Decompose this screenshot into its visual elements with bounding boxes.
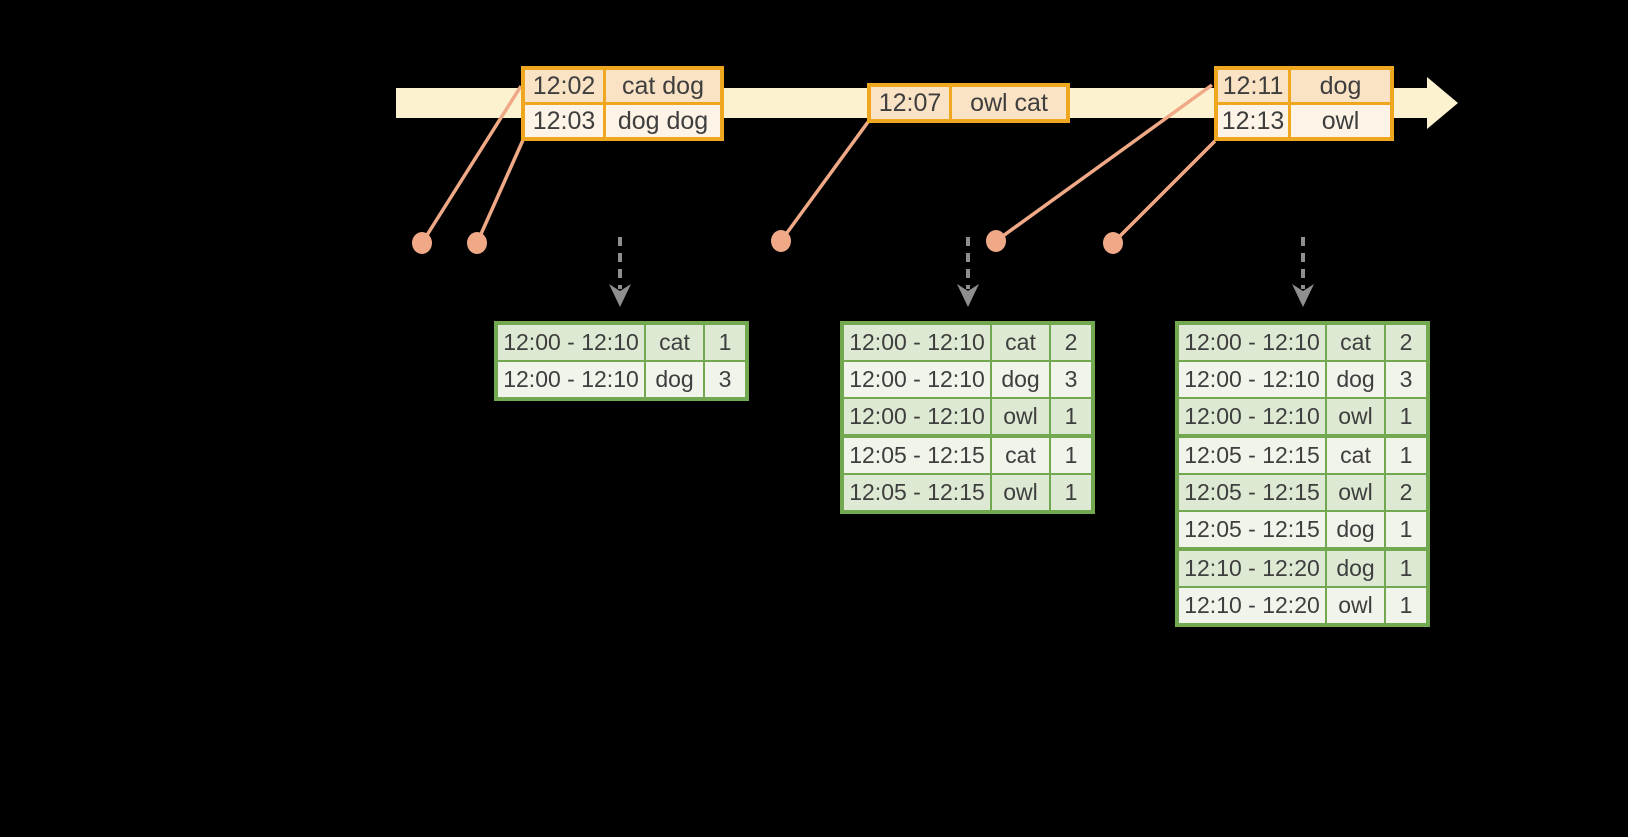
event-dot-icon — [412, 232, 432, 254]
table-row: 12:00 - 12:10 dog 3 — [498, 360, 745, 397]
count-cell: 3 — [703, 362, 745, 397]
table-row: 12:02 cat dog — [525, 70, 720, 102]
word-cell: owl — [1325, 475, 1384, 510]
word-cell: dog — [990, 362, 1049, 397]
window-cell: 12:00 - 12:10 — [849, 366, 985, 392]
event-dot-icon — [467, 232, 487, 254]
count-cell: 1 — [1049, 438, 1091, 473]
window-cell: 12:05 - 12:15 — [1184, 442, 1320, 468]
word-cell: cat — [990, 325, 1049, 360]
event-dot-icon — [771, 230, 791, 252]
word-cell: cat — [644, 325, 703, 360]
event-words-cell: dog — [1288, 70, 1390, 102]
event-time-cell: 12:03 — [532, 107, 596, 135]
window-cell: 12:10 - 12:20 — [1184, 555, 1320, 581]
count-cell: 1 — [1049, 399, 1091, 434]
trigger-arrow-shafts — [618, 237, 1305, 289]
table-row: 12:05 - 12:15 dog 1 — [1179, 510, 1426, 547]
word-cell: dog — [644, 362, 703, 397]
table-row: 12:10 - 12:20 owl 1 — [1179, 586, 1426, 623]
count-cell: 2 — [1384, 475, 1426, 510]
table-row: 12:13 owl — [1218, 102, 1390, 137]
event-time-cell: 12:07 — [878, 89, 942, 117]
count-cell: 1 — [1049, 475, 1091, 510]
event-words-cell: cat dog — [603, 70, 720, 102]
event-words-cell: owl cat — [949, 87, 1066, 119]
count-cell: 1 — [1384, 438, 1426, 473]
count-cell: 1 — [1384, 588, 1426, 623]
window-cell: 12:00 - 12:10 — [849, 403, 985, 429]
table-row: 12:05 - 12:15 cat 1 — [844, 434, 1091, 473]
window-cell: 12:00 - 12:10 — [503, 366, 639, 392]
result-table-3: 12:00 - 12:10 cat 2 12:00 - 12:10 dog 3 … — [1175, 321, 1430, 627]
table-row: 12:00 - 12:10 dog 3 — [844, 360, 1091, 397]
table-row: 12:00 - 12:10 cat 2 — [844, 325, 1091, 360]
table-row: 12:07 owl cat — [871, 87, 1066, 119]
window-cell: 12:10 - 12:20 — [1184, 592, 1320, 618]
window-cell: 12:05 - 12:15 — [849, 442, 985, 468]
window-cell: 12:05 - 12:15 — [1184, 516, 1320, 542]
window-cell: 12:00 - 12:10 — [849, 329, 985, 355]
window-cell: 12:05 - 12:15 — [849, 479, 985, 505]
event-time-cell: 12:11 — [1222, 72, 1284, 100]
event-dot-icon — [986, 230, 1006, 252]
window-cell: 12:00 - 12:10 — [503, 329, 639, 355]
event-table-1: 12:02 cat dog 12:03 dog dog — [521, 66, 724, 141]
word-cell: cat — [1325, 438, 1384, 473]
word-cell: dog — [1325, 512, 1384, 547]
timeline-arrow-head-icon — [1427, 77, 1458, 129]
dashed-down-arrow-icon — [1292, 284, 1314, 307]
window-cell: 12:00 - 12:10 — [1184, 403, 1320, 429]
table-row: 12:05 - 12:15 cat 1 — [1179, 434, 1426, 473]
count-cell: 2 — [1049, 325, 1091, 360]
count-cell: 1 — [1384, 512, 1426, 547]
table-row: 12:00 - 12:10 owl 1 — [844, 397, 1091, 434]
connector-line-5 — [1111, 139, 1217, 245]
event-dot-icon — [1103, 232, 1123, 254]
connector-line-2 — [475, 139, 525, 244]
window-cell: 12:00 - 12:10 — [1184, 329, 1320, 355]
word-cell: cat — [1325, 325, 1384, 360]
connector-lines — [420, 83, 1217, 245]
count-cell: 2 — [1384, 325, 1426, 360]
connector-line-1 — [420, 85, 523, 244]
count-cell: 1 — [1384, 551, 1426, 586]
table-row: 12:05 - 12:15 owl 1 — [844, 473, 1091, 510]
trigger-arrow-heads — [609, 284, 1314, 307]
word-cell: owl — [990, 399, 1049, 434]
event-time-cell: 12:13 — [1221, 107, 1285, 135]
window-cell: 12:00 - 12:10 — [1184, 366, 1320, 392]
connector-line-4 — [994, 83, 1214, 243]
table-row: 12:00 - 12:10 dog 3 — [1179, 360, 1426, 397]
table-row: 12:00 - 12:10 cat 1 — [498, 325, 745, 360]
count-cell: 1 — [1384, 399, 1426, 434]
count-cell: 3 — [1049, 362, 1091, 397]
table-row: 12:11 dog — [1218, 70, 1390, 102]
table-row: 12:10 - 12:20 dog 1 — [1179, 547, 1426, 586]
result-table-1: 12:00 - 12:10 cat 1 12:00 - 12:10 dog 3 — [494, 321, 749, 401]
word-cell: owl — [1325, 588, 1384, 623]
table-row: 12:00 - 12:10 cat 2 — [1179, 325, 1426, 360]
dashed-down-arrow-icon — [957, 284, 979, 307]
event-time-cell: 12:02 — [532, 72, 596, 100]
result-table-2: 12:00 - 12:10 cat 2 12:00 - 12:10 dog 3 … — [840, 321, 1095, 514]
table-row: 12:03 dog dog — [525, 102, 720, 137]
event-words-cell: owl — [1288, 105, 1390, 137]
word-cell: owl — [990, 475, 1049, 510]
table-row: 12:05 - 12:15 owl 2 — [1179, 473, 1426, 510]
word-cell: dog — [1325, 362, 1384, 397]
event-table-2: 12:07 owl cat — [867, 83, 1070, 123]
connector-line-3 — [779, 120, 870, 243]
table-row: 12:00 - 12:10 owl 1 — [1179, 397, 1426, 434]
event-dots — [412, 230, 1123, 254]
event-words-cell: dog dog — [603, 105, 720, 137]
event-table-3: 12:11 dog 12:13 owl — [1214, 66, 1394, 141]
dashed-down-arrow-icon — [609, 284, 631, 307]
window-cell: 12:05 - 12:15 — [1184, 479, 1320, 505]
count-cell: 3 — [1384, 362, 1426, 397]
word-cell: cat — [990, 438, 1049, 473]
word-cell: owl — [1325, 399, 1384, 434]
count-cell: 1 — [703, 325, 745, 360]
word-cell: dog — [1325, 551, 1384, 586]
